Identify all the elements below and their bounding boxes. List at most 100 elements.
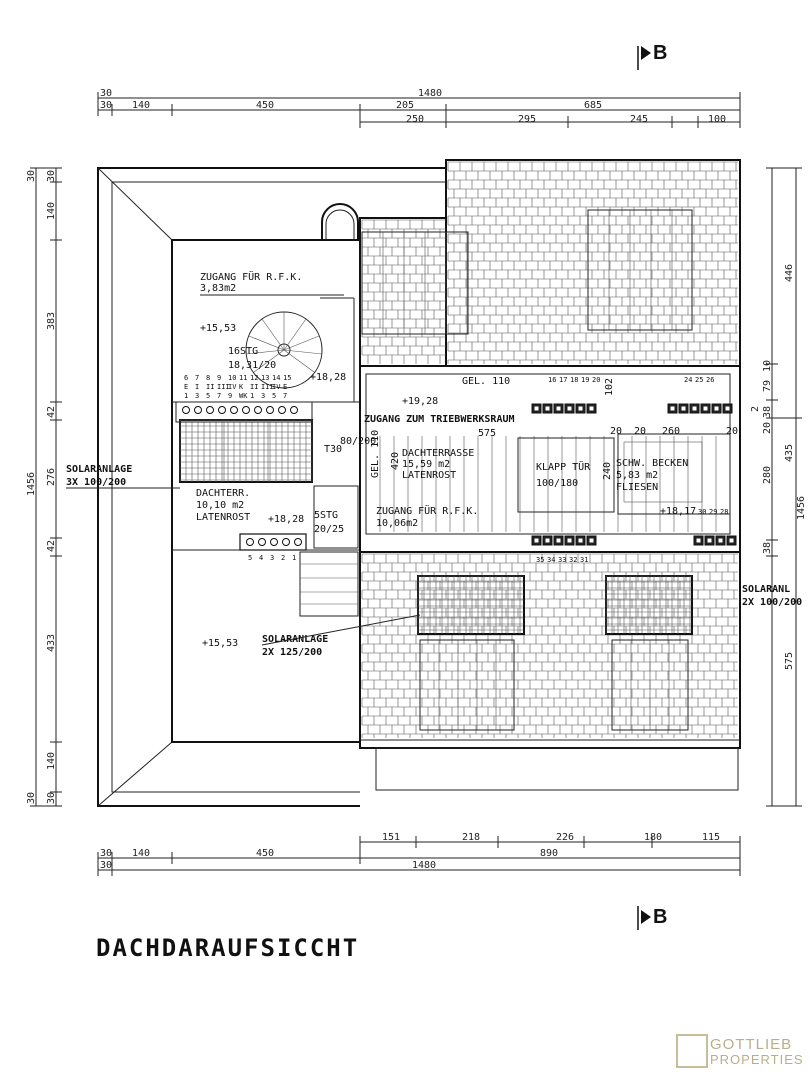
terminal-label: III (217, 383, 230, 391)
terminal-label: 5 (248, 554, 252, 562)
terminal-label: 13 (261, 374, 269, 382)
dim-right-435: 435 (784, 444, 795, 462)
solar-panels-left (175, 401, 313, 483)
level-3: +19,28 (402, 396, 438, 407)
company-logo: GOTTLIEB PROPERTIES (676, 1034, 806, 1070)
door-t30: T30 (324, 444, 342, 455)
terminal-label: III (261, 383, 274, 391)
room-zugang-rfk-mid-area: 10,06m2 (376, 518, 418, 529)
dim-575-inner: 575 (478, 428, 496, 439)
terminal-label: 3 (270, 554, 274, 562)
right-dimension-lines (766, 167, 802, 807)
terminal-label: 15 (283, 374, 291, 382)
terminal-label: 11 (239, 374, 247, 382)
logo-line1: GOTTLIEB (710, 1036, 793, 1053)
terminal-label: 10 (228, 374, 236, 382)
top-dimension-lines (97, 92, 741, 128)
terminal-label: K (239, 383, 244, 391)
stair-small-count: 5STG (314, 510, 338, 521)
terminal-label: 17 (559, 376, 567, 384)
dim-top-30a: 30 (100, 88, 112, 99)
solar-left-name: SOLARANLAGE (66, 464, 132, 475)
dim-top-100: 100 (708, 114, 726, 125)
dim-right-38b: 38 (762, 542, 773, 554)
terminal-label: E (184, 383, 188, 391)
dim-left-383: 383 (46, 312, 57, 330)
dim-left-total: 1456 (26, 472, 37, 496)
terminal-label: 32 (569, 556, 577, 564)
terminal-label: 34 (547, 556, 555, 564)
level-2: +18,28 (310, 372, 346, 383)
terminal-label: 16 (548, 376, 556, 384)
level-1: +15,53 (200, 323, 236, 334)
terminal-label: E (283, 383, 287, 391)
terminal-label: 31 (580, 556, 588, 564)
terminal-label: 7 (283, 392, 287, 400)
right-building (359, 159, 741, 791)
dim-left-42a: 42 (46, 406, 57, 418)
dim-left-140: 140 (46, 202, 57, 220)
dim-240: 240 (602, 462, 613, 480)
terminal-label: I (195, 383, 199, 391)
left-dim-labels: 1456 30 30 140 383 42 276 42 433 140 30 … (26, 170, 57, 804)
dim-right-total: 1456 (796, 496, 807, 520)
terminal-label: 3 (261, 392, 265, 400)
dim-20c: 20 (726, 426, 738, 437)
dim-left-30a: 30 (46, 170, 57, 182)
terminal-label: 35 (536, 556, 544, 564)
room-dachterr-area: 10,10 m2 (196, 500, 244, 511)
dim-bot-218: 218 (462, 832, 480, 843)
terminal-label: 1 (250, 392, 254, 400)
gel-top: GEL. 110 (462, 376, 510, 387)
logo-mark-icon (676, 1034, 708, 1068)
dim-top-30b: 30 (100, 100, 112, 111)
room-dachterr-name: DACHTERR. (196, 488, 250, 499)
dim-top-total: 1480 (418, 88, 442, 99)
dim-left-30d: 30 (26, 792, 37, 804)
dim-left-30b: 30 (26, 170, 37, 182)
terminal-label: 33 (558, 556, 566, 564)
terminal-label: 8 (206, 374, 210, 382)
dim-bot-226: 226 (556, 832, 574, 843)
dim-bot-30a: 30 (100, 848, 112, 859)
section-label-top: B (653, 42, 668, 64)
terminal-label: 29 (709, 508, 717, 516)
terminal-label: II (250, 383, 258, 391)
dim-top-295: 295 (518, 114, 536, 125)
dim-bot-30b: 30 (100, 860, 112, 871)
left-dimension-lines (30, 167, 62, 807)
right-dim-labels: 446 79 38 280 38 575 20 435 1456 2 10 (750, 264, 807, 670)
dim-bot-115: 115 (702, 832, 720, 843)
room-zugang-rfk-mid-name: ZUGANG FÜR R.F.K. (376, 504, 478, 517)
room-zugang-rfk-top-area: 3,83m2 (200, 283, 236, 294)
room-triebwerksraum: ZUGANG ZUM TRIEBWERKSRAUM (364, 414, 515, 425)
terminal-label: 14 (272, 374, 280, 382)
dim-right-79: 79 (762, 380, 773, 392)
section-label-bottom: B (653, 906, 668, 928)
terminal-label: 5 (272, 392, 276, 400)
level-4: +18,28 (268, 514, 304, 525)
dim-top-140: 140 (132, 100, 150, 111)
dim-top-245: 245 (630, 114, 648, 125)
dim-right-2: 2 (750, 406, 761, 412)
dim-left-30c: 30 (46, 792, 57, 804)
dim-left-276: 276 (46, 468, 57, 486)
dim-right-575: 575 (784, 652, 795, 670)
terminal-label: IV (272, 383, 281, 391)
spiral-staircase (245, 297, 355, 402)
dim-right-10: 10 (762, 360, 773, 372)
dim-420: 420 (390, 452, 401, 470)
stair-small-ratio: 20/25 (314, 524, 344, 535)
terminal-label: 2 (281, 554, 285, 562)
terminal-label: 7 (195, 374, 199, 382)
terminal-label: II (206, 383, 214, 391)
dim-top-685: 685 (584, 100, 602, 111)
terminal-label: 5 (206, 392, 210, 400)
room-schw-becken-name: SCHW. BECKEN (616, 458, 688, 469)
section-marker-bottom (637, 906, 651, 930)
terminal-label: WK (239, 392, 248, 400)
terminal-circles-left (182, 406, 298, 414)
small-stair (299, 485, 359, 617)
room-dachterr-floor: LATENROST (196, 512, 250, 523)
terminal-label: 12 (250, 374, 258, 382)
